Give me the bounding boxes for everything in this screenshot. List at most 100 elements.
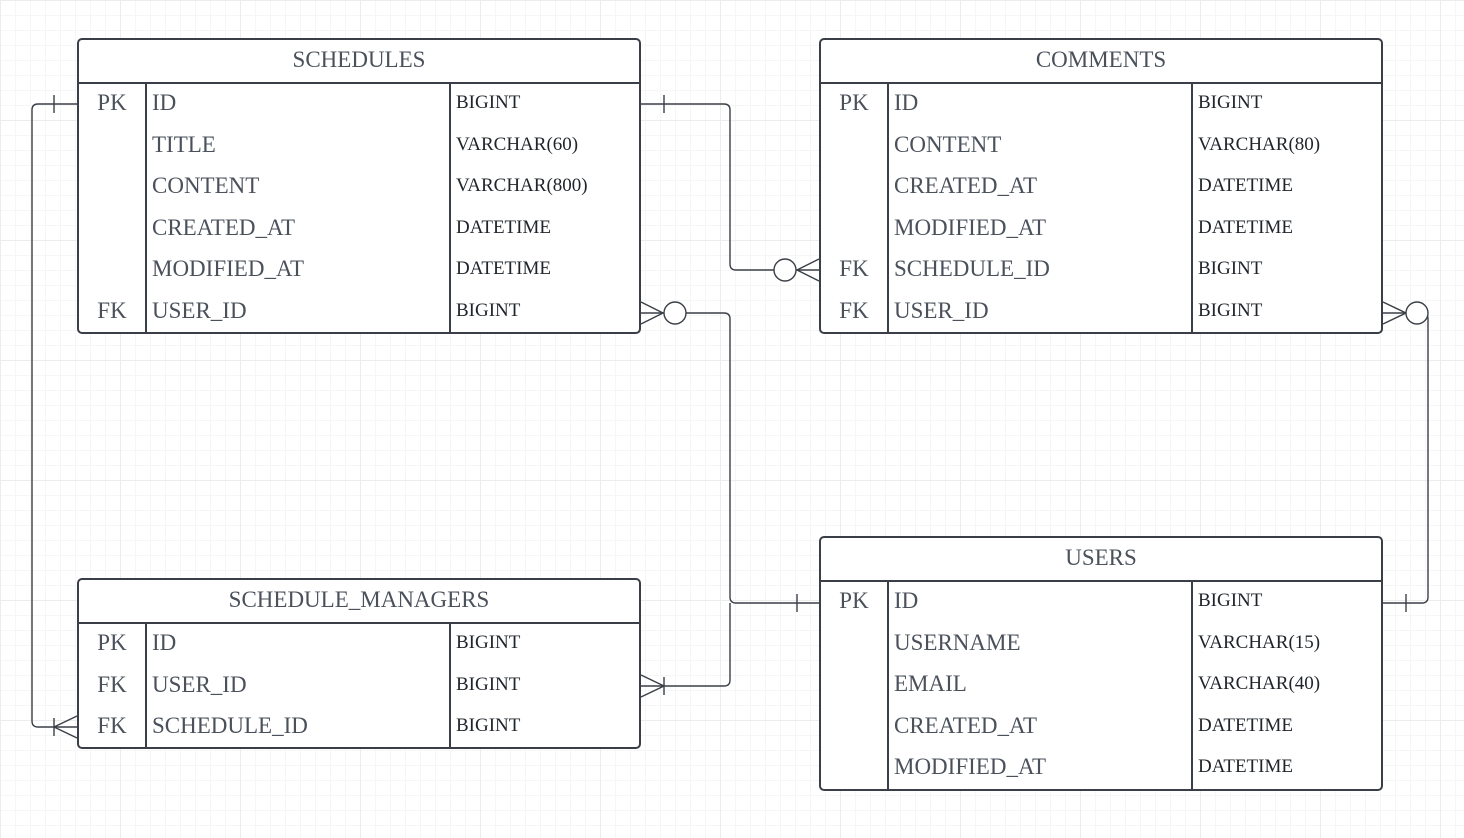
attribute-type: DATETIME (456, 216, 551, 238)
key-label (79, 126, 145, 168)
entity-title: SCHEDULES (79, 40, 639, 84)
attribute-type: VARCHAR(15) (1198, 631, 1321, 653)
attribute-name: USER_ID (152, 671, 247, 697)
attribute-name: USERNAME (894, 629, 1021, 655)
key-label: FK (97, 297, 127, 323)
attribute-name: MODIFIED_AT (894, 214, 1047, 240)
entity-title: COMMENTS (821, 40, 1381, 84)
key-label (821, 665, 887, 707)
attribute-row[interactable]: USERNAME VARCHAR(15) (821, 624, 1381, 666)
entity-schedule-managers[interactable]: SCHEDULE_MANAGERS PK ID BIGINT FK USER_ID BI… (77, 578, 641, 749)
attribute-type: DATETIME (1198, 216, 1293, 238)
attribute-name: CREATED_AT (894, 712, 1038, 738)
attribute-type: DATETIME (1198, 714, 1293, 736)
relation-schedules-to-comments[interactable] (641, 95, 820, 282)
attribute-name: EMAIL (894, 671, 967, 697)
connector-line (641, 312, 819, 604)
type-column-divider (449, 624, 451, 747)
attribute-type: VARCHAR(800) (456, 175, 588, 197)
attribute-row[interactable]: MODIFIED_AT DATETIME (79, 250, 639, 292)
attribute-type: BIGINT (1198, 92, 1263, 113)
connector-line (641, 103, 819, 271)
attribute-row[interactable]: MODIFIED_AT DATETIME (821, 209, 1381, 251)
attribute-name: CONTENT (894, 131, 1002, 157)
attribute-row[interactable]: FK SCHEDULE_ID BIGINT (821, 250, 1381, 292)
key-label (821, 167, 887, 209)
attribute-row[interactable]: EMAIL VARCHAR(40) (821, 665, 1381, 707)
key-column-divider (145, 624, 147, 747)
attribute-row[interactable]: FK USER_ID BIGINT (79, 292, 639, 332)
attribute-type: DATETIME (456, 258, 551, 280)
connector-line (641, 603, 731, 687)
crows-foot-many-marker (52, 715, 78, 739)
attribute-row[interactable]: MODIFIED_AT DATETIME (821, 748, 1381, 789)
type-column-divider (1191, 84, 1193, 332)
relation-schedules-to-managers[interactable] (31, 95, 78, 739)
attribute-name: CREATED_AT (152, 214, 296, 240)
entity-title: USERS (821, 538, 1381, 582)
key-label (79, 167, 145, 209)
attribute-type: BIGINT (456, 92, 521, 113)
key-label: PK (97, 90, 127, 115)
relation-users-to-schedules[interactable] (640, 301, 819, 612)
entity-columns: PK ID BIGINT USERNAME VARCHAR(15) EMAIL VARC… (821, 582, 1381, 789)
attribute-type: VARCHAR(60) (456, 133, 579, 155)
attribute-name: USER_ID (152, 297, 247, 323)
crows-foot-many-marker (640, 674, 666, 698)
attribute-type: BIGINT (1198, 590, 1263, 611)
key-column-divider (887, 84, 889, 332)
entity-title: SCHEDULE_MANAGERS (79, 580, 639, 624)
key-label: FK (839, 256, 869, 282)
key-label: PK (97, 630, 127, 655)
attribute-name: CREATED_AT (894, 173, 1038, 199)
attribute-row[interactable]: PK ID BIGINT (821, 582, 1381, 624)
relation-users-to-comments[interactable] (1382, 301, 1429, 612)
key-label (79, 209, 145, 251)
attribute-name: ID (894, 90, 919, 115)
crows-foot-zero-many-marker (640, 301, 687, 325)
relation-users-to-managers[interactable] (640, 603, 731, 698)
attribute-type: DATETIME (1198, 756, 1293, 778)
attribute-row[interactable]: FK USER_ID BIGINT (79, 666, 639, 708)
key-label: PK (839, 588, 869, 613)
attribute-type: DATETIME (1198, 175, 1293, 197)
attribute-name: ID (152, 90, 177, 115)
attribute-type: BIGINT (1198, 258, 1263, 280)
attribute-type: BIGINT (456, 673, 521, 695)
attribute-name: SCHEDULE_ID (894, 256, 1050, 282)
attribute-type: VARCHAR(40) (1198, 673, 1321, 695)
attribute-name: ID (894, 588, 919, 613)
attribute-name: ID (152, 630, 177, 655)
attribute-name: MODIFIED_AT (894, 754, 1047, 780)
crows-foot-zero-many-marker (773, 258, 820, 282)
key-label: FK (97, 671, 127, 697)
connector-line (31, 103, 77, 728)
attribute-name: USER_ID (894, 297, 989, 323)
crows-foot-zero-many-marker (1382, 301, 1429, 325)
entity-users[interactable]: USERS PK ID BIGINT USERNAME VARCHAR(15) EMA… (819, 536, 1383, 791)
key-label: FK (839, 297, 869, 323)
attribute-row[interactable]: PK ID BIGINT (79, 84, 639, 126)
attribute-name: MODIFIED_AT (152, 256, 305, 282)
key-label (821, 707, 887, 749)
attribute-row[interactable]: CREATED_AT DATETIME (821, 707, 1381, 749)
attribute-row[interactable]: CREATED_AT DATETIME (821, 167, 1381, 209)
attribute-row[interactable]: CREATED_AT DATETIME (79, 209, 639, 251)
attribute-type: BIGINT (456, 299, 521, 321)
key-label (821, 748, 887, 789)
type-column-divider (1191, 582, 1193, 789)
key-label (821, 209, 887, 251)
